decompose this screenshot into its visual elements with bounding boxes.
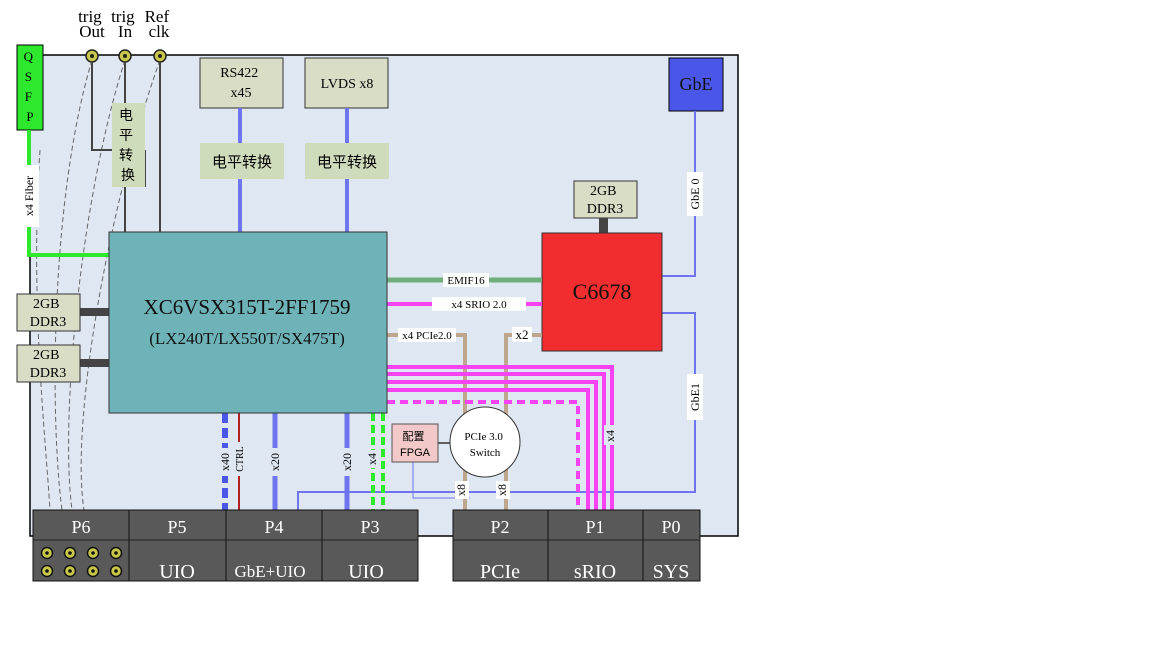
connector-p1-sub: sRIO bbox=[574, 561, 616, 583]
fpga-chip bbox=[108, 231, 388, 414]
x2-label-bg bbox=[512, 327, 532, 342]
qsfp-label: Q S F P bbox=[24, 49, 37, 124]
x8a-bg bbox=[455, 481, 469, 499]
x4-right-label: x4 bbox=[603, 430, 617, 442]
fiber-label: x4 Fiber bbox=[22, 176, 36, 216]
srio-label-bg bbox=[432, 297, 526, 311]
connector-p6-name: P6 bbox=[71, 517, 90, 537]
pcie-switch bbox=[449, 406, 521, 478]
level-shift-vertical-label: 电 平 转 换 bbox=[119, 107, 137, 183]
config-fpga-label: 配置 FPGA bbox=[400, 430, 431, 459]
config-fpga-box bbox=[391, 423, 439, 463]
trig-in-label: trig In bbox=[111, 7, 139, 41]
config-link bbox=[412, 462, 470, 499]
dsp-ddr-bus bbox=[599, 218, 608, 233]
connector-row-left bbox=[32, 509, 419, 582]
fpga-part-label: XC6VSX315T-2FF1759 bbox=[144, 295, 351, 319]
rs422-box bbox=[199, 57, 284, 109]
level-shift-box-1 bbox=[200, 143, 284, 179]
connector-p5-name: P5 bbox=[167, 517, 186, 537]
connector-p1-name: P1 bbox=[585, 517, 604, 537]
fpga-ddr-label-1: 2GB DDR3 bbox=[30, 297, 67, 330]
x20a-bg bbox=[267, 448, 283, 476]
pcie-label: x4 PCIe2.0 bbox=[402, 330, 452, 342]
fpga-ddr-box-1 bbox=[16, 293, 81, 332]
x8a-label: x8 bbox=[454, 484, 468, 496]
x8b-label: x8 bbox=[495, 484, 509, 496]
srio-label: x4 SRIO 2.0 bbox=[451, 299, 507, 311]
dsp-ddr-box bbox=[573, 180, 638, 219]
pcie-label-bg bbox=[398, 328, 456, 342]
gbe1-label: GbE1 bbox=[688, 383, 702, 411]
emif-label-bg bbox=[443, 273, 489, 287]
x4-green-label: x4 bbox=[365, 453, 379, 465]
level-shift-label-2: 电平转换 bbox=[317, 154, 377, 171]
rs422-label: RS422 x45 bbox=[220, 66, 262, 101]
p6-coax-cluster bbox=[40, 546, 123, 578]
gbe0-label: GbE 0 bbox=[688, 179, 702, 210]
dsp-chip bbox=[541, 232, 663, 352]
srio-bundle bbox=[387, 365, 614, 510]
ref-clk-label: Ref clk bbox=[145, 7, 174, 41]
x40-bg bbox=[217, 448, 233, 476]
x2-label: x2 bbox=[516, 327, 529, 342]
x4-right-bg bbox=[604, 425, 618, 445]
connector-p5-sub: UIO bbox=[159, 561, 195, 583]
gbe-port bbox=[668, 57, 724, 112]
lvds-label: LVDS x8 bbox=[321, 77, 374, 92]
lvds-box bbox=[304, 57, 389, 109]
gbe0-link bbox=[662, 111, 696, 277]
fpga-ddr-bus-2 bbox=[80, 359, 110, 367]
gbe1-label-bg bbox=[687, 374, 703, 420]
fpga-ddr-bus-1 bbox=[80, 308, 110, 316]
trig-out-label: trig Out bbox=[78, 7, 106, 41]
level-shift-box-2 bbox=[305, 143, 389, 179]
gbe0-label-bg bbox=[687, 172, 703, 216]
level-shift-vertical-box bbox=[112, 103, 145, 187]
gbe-label: GbE bbox=[680, 74, 713, 94]
x8b-bg bbox=[496, 481, 510, 499]
ctrl-bg bbox=[231, 442, 247, 476]
connector-p0-name: P0 bbox=[661, 517, 680, 537]
fiber-label-bg bbox=[19, 165, 39, 227]
pcie-switch-label: PCIe 3.0 Switch bbox=[464, 431, 505, 459]
x20b-bg bbox=[339, 448, 355, 476]
x20a-label: x20 bbox=[268, 453, 282, 471]
connector-p3-name: P3 bbox=[360, 517, 379, 537]
connector-p0-sub: SYS bbox=[653, 561, 690, 583]
connector-p2-sub: PCIe bbox=[480, 561, 520, 583]
connector-p4-name: P4 bbox=[264, 517, 283, 537]
dsp-label: C6678 bbox=[573, 279, 632, 304]
fpga-ddr-box-2 bbox=[16, 344, 81, 383]
x40-label: x40 bbox=[218, 453, 232, 471]
emif-label: EMIF16 bbox=[447, 275, 485, 287]
connector-p2-name: P2 bbox=[490, 517, 509, 537]
x20b-label: x20 bbox=[340, 453, 354, 471]
connector-p4-sub: GbE+UIO bbox=[235, 562, 306, 581]
dsp-ddr-label: 2GB DDR3 bbox=[587, 184, 624, 217]
x4-green-bg bbox=[366, 450, 380, 468]
connector-p3-sub: UIO bbox=[348, 561, 384, 583]
gbe1-link bbox=[297, 312, 696, 510]
level-shift-label-1: 电平转换 bbox=[212, 154, 272, 171]
connector-row-right bbox=[452, 509, 701, 582]
qsfp-module bbox=[16, 44, 44, 131]
fpga-variants-label: (LX240T/LX550T/SX475T) bbox=[149, 329, 344, 348]
ctrl-label: CTRL bbox=[235, 446, 246, 472]
fpga-ddr-label-2: 2GB DDR3 bbox=[30, 348, 67, 381]
